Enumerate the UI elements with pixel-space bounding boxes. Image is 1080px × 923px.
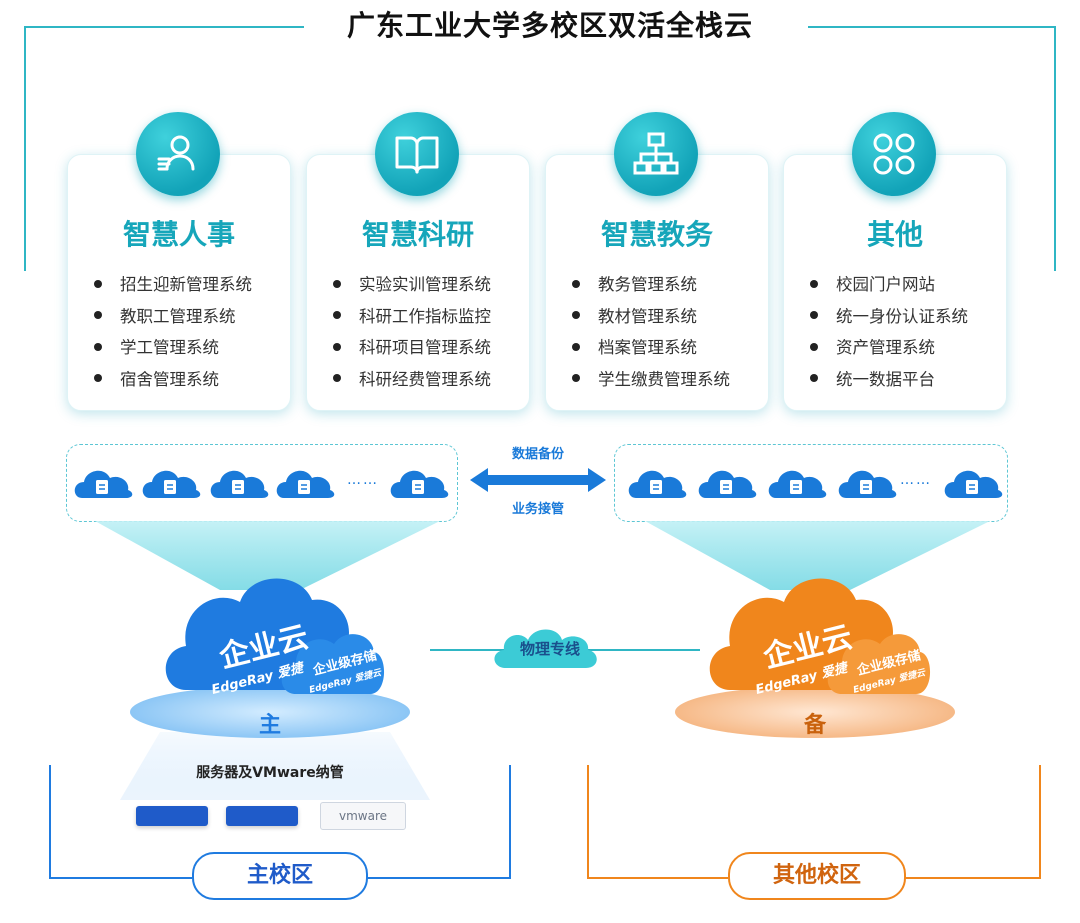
cloud-icon — [73, 470, 134, 499]
cloud-icon — [697, 470, 758, 499]
list-item: 统一数据平台 — [810, 364, 968, 396]
list-item: 科研项目管理系统 — [333, 332, 491, 364]
ellipsis: …… — [347, 472, 379, 488]
backup-enterprise-cloud — [709, 578, 931, 694]
list-item: 校园门户网站 — [810, 269, 968, 301]
list-item: 教职工管理系统 — [94, 301, 252, 333]
sync-top-label: 数据备份 — [511, 447, 564, 462]
cloud-icon — [209, 470, 270, 499]
list-item: 科研工作指标监控 — [333, 301, 491, 333]
module-list: 教务管理系统 教材管理系统 档案管理系统 学生缴费管理系统 — [572, 269, 730, 395]
list-item: 招生迎新管理系统 — [94, 269, 252, 301]
sync-bottom-label: 业务接管 — [511, 502, 564, 517]
module-title: 智慧教务 — [600, 218, 713, 251]
list-item: 宿舍管理系统 — [94, 364, 252, 396]
main-campus-line-right — [366, 765, 511, 879]
server-platform — [120, 732, 430, 800]
main-campus-pill: 主校区 — [192, 852, 368, 900]
cloud-icon — [837, 470, 898, 499]
cloud-icon — [141, 470, 202, 499]
list-item: 学工管理系统 — [94, 332, 252, 364]
backup-campus-line-right — [904, 765, 1041, 879]
cloud-icon — [627, 470, 688, 499]
backup-campus-pill: 其他校区 — [728, 852, 906, 900]
list-item: 科研经费管理系统 — [333, 364, 491, 396]
main-base-label: 主 — [258, 713, 281, 738]
list-item: 统一身份认证系统 — [810, 301, 968, 333]
list-item: 实验实训管理系统 — [333, 269, 491, 301]
cloud-icon — [389, 470, 450, 499]
org-chart-icon — [614, 112, 698, 196]
book-icon — [375, 112, 459, 196]
server-rack-icon — [226, 806, 298, 826]
main-base-disc — [130, 686, 410, 738]
backup-beam — [645, 521, 990, 590]
grid-icon — [852, 112, 936, 196]
ellipsis: …… — [900, 472, 932, 488]
backup-campus-line — [587, 765, 728, 879]
frame-right — [1054, 26, 1056, 271]
page-title: 广东工业大学多校区双活全栈云 — [346, 9, 753, 42]
list-item: 教务管理系统 — [572, 269, 730, 301]
cloud-icon — [767, 470, 828, 499]
server-caption: 服务器及VMware纳管 — [196, 765, 344, 781]
module-card-other: 其他 校园门户网站 统一身份认证系统 资产管理系统 统一数据平台 — [783, 154, 1007, 411]
frame-top-left — [24, 26, 304, 28]
cloud-icon — [943, 470, 1004, 499]
user-icon — [136, 112, 220, 196]
list-item: 教材管理系统 — [572, 301, 730, 333]
module-card-hr: 智慧人事 招生迎新管理系统 教职工管理系统 学工管理系统 宿舍管理系统 — [67, 154, 291, 411]
module-card-research: 智慧科研 实验实训管理系统 科研工作指标监控 科研项目管理系统 科研经费管理系统 — [306, 154, 530, 411]
vmware-logo: vmware — [320, 802, 406, 830]
server-rack-icon — [136, 806, 208, 826]
module-title: 智慧科研 — [361, 218, 474, 251]
backup-base-label: 备 — [803, 713, 826, 738]
link-label: 物理专线 — [519, 640, 580, 658]
main-enterprise-cloud — [165, 578, 385, 694]
main-campus-line — [49, 765, 192, 879]
backup-base-disc — [675, 686, 955, 738]
double-arrow-icon — [470, 468, 606, 492]
module-list: 招生迎新管理系统 教职工管理系统 学工管理系统 宿舍管理系统 — [94, 269, 252, 395]
list-item: 学生缴费管理系统 — [572, 364, 730, 396]
list-item: 资产管理系统 — [810, 332, 968, 364]
list-item: 档案管理系统 — [572, 332, 730, 364]
link-cloud — [494, 629, 597, 668]
module-title: 智慧人事 — [122, 218, 235, 251]
cloud-icon — [275, 470, 336, 499]
module-card-academic: 智慧教务 教务管理系统 教材管理系统 档案管理系统 学生缴费管理系统 — [545, 154, 769, 411]
module-list: 实验实训管理系统 科研工作指标监控 科研项目管理系统 科研经费管理系统 — [333, 269, 491, 395]
frame-top-right — [808, 26, 1056, 28]
main-beam — [95, 521, 440, 590]
module-list: 校园门户网站 统一身份认证系统 资产管理系统 统一数据平台 — [810, 269, 968, 395]
module-title: 其他 — [866, 218, 923, 251]
frame-left — [24, 26, 26, 271]
